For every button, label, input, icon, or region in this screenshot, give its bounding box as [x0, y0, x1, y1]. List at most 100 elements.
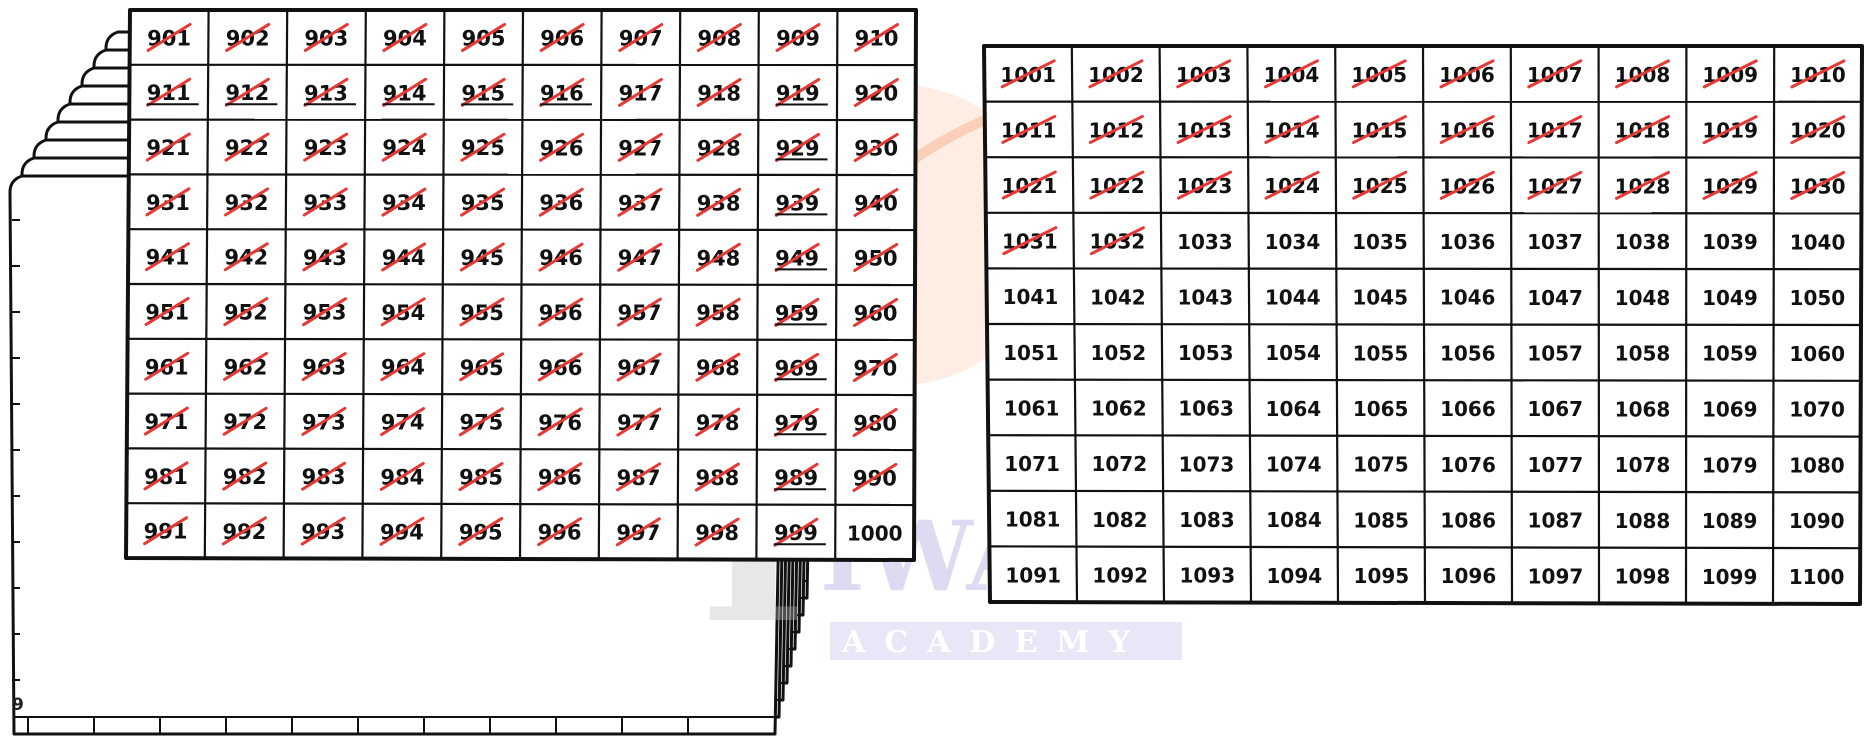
number-cell: 1045	[1352, 286, 1408, 310]
number-cell: 1059	[1702, 342, 1758, 366]
cell-number: 1085	[1353, 508, 1409, 532]
strike-mark	[1176, 114, 1232, 144]
number-cell: 1056	[1440, 341, 1496, 365]
number-cell: 917	[617, 77, 663, 107]
strike-mark	[616, 462, 662, 492]
number-cell: 958	[695, 297, 741, 327]
number-cell: 945	[459, 242, 505, 272]
strike-mark	[695, 407, 741, 437]
cell-number: 1036	[1440, 230, 1496, 254]
number-cell: 941	[145, 242, 191, 272]
number-cell: 1022	[1089, 170, 1145, 200]
number-cell: 1009	[1702, 59, 1758, 89]
number-cell: 982	[222, 461, 268, 491]
strike-mark	[380, 407, 426, 437]
number-cell: 1051	[1003, 341, 1059, 365]
number-cell: 1036	[1440, 230, 1496, 254]
number-cell: 1066	[1440, 397, 1496, 421]
number-cell: 943	[302, 242, 348, 272]
strike-mark	[695, 242, 741, 272]
strike-mark	[144, 351, 190, 381]
cell-number: 1073	[1179, 452, 1235, 476]
grid-line	[986, 322, 1862, 327]
number-cell: 1062	[1091, 397, 1147, 421]
grid-line	[126, 447, 915, 452]
number-cell: 939	[774, 187, 828, 217]
cell-number: 1000	[847, 521, 903, 545]
strike-mark	[379, 461, 425, 491]
number-cell: 1098	[1615, 565, 1671, 589]
number-cell: 988	[694, 462, 740, 492]
strike-mark	[775, 132, 821, 162]
number-cell: 912	[224, 77, 278, 107]
strike-mark	[775, 77, 821, 107]
cell-number: 1091	[1005, 563, 1061, 587]
cell-number: 1062	[1091, 397, 1147, 421]
number-cell: 913	[303, 77, 356, 107]
number-cell: 994	[379, 516, 425, 546]
cell-number: 1075	[1353, 453, 1409, 477]
number-cell: 909	[775, 22, 821, 52]
number-cell: 1003	[1176, 59, 1232, 89]
strike-mark	[460, 187, 506, 217]
number-cell: 980	[852, 407, 898, 437]
cell-number: 1058	[1615, 342, 1671, 366]
number-cell: 1015	[1352, 115, 1407, 145]
number-cell: 1100	[1789, 565, 1845, 589]
cell-number: 1033	[1177, 230, 1233, 254]
number-cell: 951	[144, 296, 190, 326]
strike-mark	[301, 352, 347, 382]
number-cell: 956	[538, 297, 584, 327]
number-cell: 1080	[1789, 453, 1845, 477]
number-cell: 1013	[1176, 114, 1232, 144]
cell-number: 1088	[1615, 509, 1671, 533]
number-cell: 976	[537, 407, 583, 437]
number-cell: 1094	[1267, 564, 1323, 588]
number-cell: 902	[225, 22, 271, 52]
cell-number: 1096	[1441, 564, 1497, 588]
strike-mark	[537, 462, 583, 492]
strike-mark	[773, 407, 819, 437]
number-cell: 925	[460, 132, 506, 162]
number-cell: 997	[615, 517, 661, 547]
strike-mark	[617, 132, 663, 162]
number-cell: 957	[616, 297, 662, 327]
cell-number: 1081	[1005, 508, 1061, 532]
strike-mark	[539, 22, 585, 52]
strike-mark	[774, 187, 820, 217]
strike-mark	[617, 77, 663, 107]
number-cell: 977	[616, 407, 662, 437]
cell-number: 1057	[1527, 342, 1583, 366]
grid-line	[127, 337, 915, 342]
number-cell: 1058	[1615, 342, 1671, 366]
strike-mark	[1002, 226, 1058, 256]
number-cell: 1037	[1527, 230, 1583, 254]
number-cell: 993	[300, 516, 346, 546]
cell-number: 1090	[1789, 509, 1845, 533]
number-cell: 1082	[1092, 508, 1148, 532]
number-cell: 915	[460, 77, 514, 107]
strike-mark	[696, 77, 742, 107]
number-cell: 905	[461, 22, 507, 52]
number-cell: 921	[145, 132, 191, 162]
strike-mark	[301, 461, 347, 491]
strike-mark	[382, 22, 428, 52]
number-cell: 973	[301, 406, 347, 436]
number-cell: 974	[380, 407, 426, 437]
strike-mark	[1351, 59, 1407, 89]
cell-number: 1037	[1527, 230, 1583, 254]
number-cell: 1052	[1091, 341, 1147, 365]
cell-number: 1086	[1440, 509, 1496, 533]
number-cell: 1006	[1439, 59, 1495, 89]
number-cell: 1075	[1353, 453, 1409, 477]
number-cell: 983	[301, 461, 347, 491]
cell-number: 1054	[1265, 341, 1321, 365]
number-cell: 1048	[1615, 286, 1671, 310]
strike-mark	[538, 242, 584, 272]
number-cell: 1010	[1790, 59, 1846, 89]
strike-mark	[223, 297, 269, 327]
number-cell: 970	[852, 352, 898, 382]
strike-mark	[459, 242, 505, 272]
number-cell: 955	[459, 297, 505, 327]
strike-mark	[1702, 59, 1758, 89]
